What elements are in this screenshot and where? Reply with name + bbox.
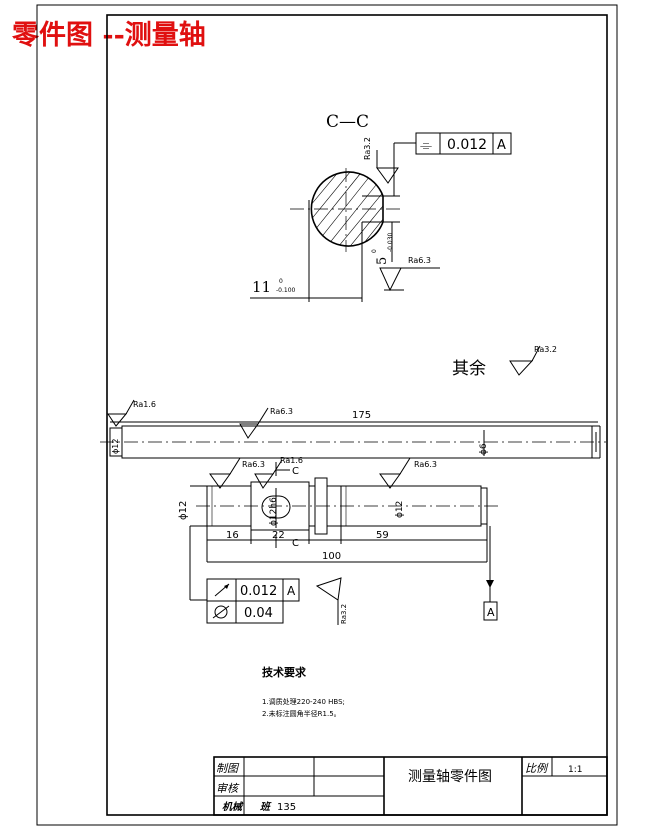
cylindricity-value: 0.04 [244,606,273,621]
section-label: C—C [326,112,369,132]
top-length: 175 [352,410,371,421]
depth-value: 11 [252,278,271,296]
keyway-width-lower: -0.030 [387,232,394,252]
main-roughness-3: Ra6.3 [414,460,437,469]
datum-a: A [487,606,495,619]
remaining-label: 其余 [452,359,486,379]
roughness-keyway: Ra6.3 [408,256,431,265]
runout-value: 0.012 [240,584,277,599]
checked-by-label: 审核 [216,782,240,795]
scale-value: 1:1 [568,765,582,775]
section-hatching [311,172,383,246]
tolerance-frames: 0.012 A 0.04 [189,526,300,624]
flatness-datum: A [497,138,506,153]
top-dia-left: ϕ12 [111,439,120,454]
section-mark-bottom: C [292,538,299,549]
main-dia-left: ϕ12 [178,501,189,520]
section-mark-top: C [292,466,299,477]
keyway-width: 5 [375,257,390,265]
flatness-symbol: ⌯ [420,136,432,154]
drawn-by-label: 制图 [216,762,240,775]
top-view: 175 ϕ6 ϕ12 Ra1.6 Ra6.3 [100,399,606,459]
top-dia-right: ϕ6 [479,443,489,455]
depth-upper: 0 [279,278,283,285]
flatness-value: 0.012 [447,137,487,153]
drawing-name: 测量轴零件图 [408,769,492,785]
section-profile [310,171,384,247]
keyway-width-upper: 0 [371,249,378,253]
technical-requirements: 技术要求 1.调质处理220-240 HBS; 2.未标注圆角半径R1.5。 [262,665,345,718]
remaining-roughness: 其余 Ra3.2 [452,345,557,379]
main-roughness-1: Ra6.3 [242,460,265,469]
dim-59: 59 [376,530,389,541]
remaining-roughness-value: Ra3.2 [534,345,557,354]
main-dia-right: ϕ12 [395,501,405,518]
outer-frame [36,4,618,826]
class-num-label: 班 [260,801,272,813]
main-dia-slot: ϕ12h6 [269,497,279,526]
scale-label: 比例 [525,762,549,775]
requirements-line-2: 2.未标注圆角半径R1.5。 [262,709,341,718]
class-label: 机械 [222,801,244,813]
runout-datum: A [287,584,296,598]
depth-lower: -0.100 [276,287,296,294]
top-roughness-left: Ra1.6 [133,400,156,409]
main-view: ϕ12 ϕ12h6 ϕ12 Ra6.3 Ra1.6 Ra6.3 C C 16 2… [178,456,498,625]
main-roughness-2: Ra1.6 [280,456,303,465]
class-num: 135 [277,802,296,813]
dim-16: 16 [226,530,239,541]
main-roughness-vertical: Ra3.2 [340,604,348,624]
title-block: 制图 审核 测量轴零件图 比例 1:1 机械 班 135 [213,756,608,816]
dim-100: 100 [322,551,341,562]
page-title: 零件图 --测量轴 [11,20,206,51]
top-roughness-center: Ra6.3 [270,407,293,416]
requirements-title: 技术要求 [262,665,307,679]
dim-22: 22 [272,530,285,541]
section-cc: C—C Ra3.2 [250,112,512,302]
requirements-line-1: 1.调质处理220-240 HBS; [262,697,345,706]
roughness-top: Ra3.2 [363,137,372,160]
